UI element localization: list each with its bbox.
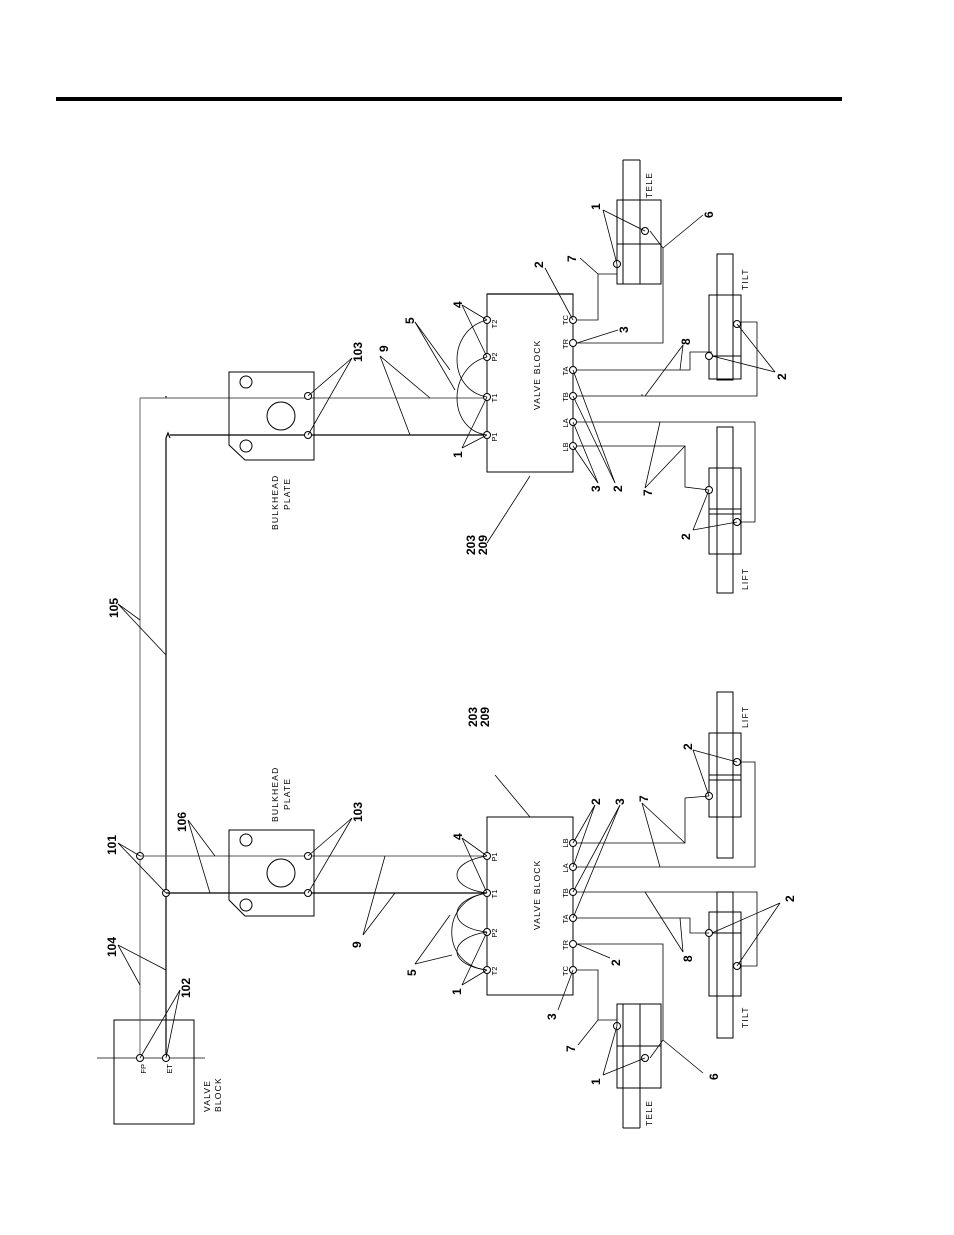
callout-9-top: 9 bbox=[377, 345, 391, 352]
tele-label-top: TELE bbox=[644, 172, 654, 198]
callout-2-lift-top: 2 bbox=[679, 533, 693, 540]
callout-103-bottom: 103 bbox=[351, 802, 365, 822]
callout-2-tilt-bottom: 2 bbox=[783, 895, 797, 902]
callout-9-bottom: 9 bbox=[350, 941, 364, 948]
port-tb-label: TB bbox=[561, 392, 570, 402]
port-lb-label: LB bbox=[561, 442, 570, 451]
tilt-cylinder-top: TILT bbox=[706, 254, 751, 380]
port-la-label-b: LA bbox=[561, 863, 570, 872]
callout-1-top: 1 bbox=[451, 451, 465, 458]
port-p2-label-b: P2 bbox=[490, 928, 499, 937]
callout-101: 101 bbox=[105, 835, 119, 855]
valve-block-bottom-label: VALVE BLOCK bbox=[532, 859, 542, 930]
valve-block-label-2: BLOCK bbox=[213, 1077, 223, 1112]
valve-block-top: T2 P2 T1 P1 TC TR TA TB LA LB VALVE BLOC… bbox=[457, 294, 577, 472]
callout-104: 104 bbox=[105, 937, 119, 957]
callout-2-top: 2 bbox=[611, 485, 625, 492]
bulkhead-label-top-2: PLATE bbox=[282, 478, 292, 510]
callout-6-bottom: 6 bbox=[707, 1073, 721, 1080]
port-ta-label-b: TA bbox=[561, 914, 570, 923]
port-p2-label: P2 bbox=[490, 352, 499, 361]
callout-7-top: 7 bbox=[565, 255, 579, 262]
lift-cylinder-bottom: LIFT bbox=[706, 692, 751, 858]
callout-2-bottom-block: 2 bbox=[589, 798, 603, 805]
callout-7-bottom-upper: 7 bbox=[637, 795, 651, 802]
port-p1-label-b: P1 bbox=[490, 852, 499, 861]
port-tr-label: TR bbox=[561, 338, 570, 349]
callout-2-tilt-top: 2 bbox=[775, 373, 789, 380]
port-fp-label: FP bbox=[139, 1064, 148, 1074]
port-ta-label: TA bbox=[561, 366, 570, 375]
port-tc-label: TC bbox=[561, 314, 570, 325]
callout-106: 106 bbox=[175, 812, 189, 832]
bulkhead-label-top-1: BULKHEAD bbox=[270, 475, 280, 530]
callout-209-top: 209 bbox=[476, 535, 490, 555]
lift-label-bottom: LIFT bbox=[740, 706, 750, 728]
callout-2-tr-bottom: 2 bbox=[609, 959, 623, 966]
tilt-label-bottom: TILT bbox=[740, 1006, 750, 1028]
main-valve-block: FP ET VALVE BLOCK bbox=[97, 1020, 223, 1124]
port-t2-label: T2 bbox=[490, 320, 499, 329]
bottom-actuator-hoses bbox=[577, 762, 757, 1058]
callout-6-top: 6 bbox=[702, 211, 716, 218]
tilt-label-top: TILT bbox=[740, 268, 750, 290]
port-lb-label-b: LB bbox=[561, 838, 570, 847]
bulkhead-plate-top: BULKHEAD PLATE bbox=[229, 372, 314, 530]
callout-3-bottom-block: 3 bbox=[613, 798, 627, 805]
callout-8-top: 8 bbox=[679, 338, 693, 345]
callout-1-tele-top: 1 bbox=[589, 203, 603, 210]
valve-block-top-label: VALVE BLOCK bbox=[532, 339, 542, 410]
callout-2-lift-bottom: 2 bbox=[681, 743, 695, 750]
port-tb-label-b: TB bbox=[561, 888, 570, 898]
callout-2-tc-top: 2 bbox=[532, 261, 546, 268]
valve-block-label-1: VALVE bbox=[202, 1080, 212, 1112]
tele-label-bottom: TELE bbox=[644, 1100, 654, 1126]
callout-3-tc-bottom: 3 bbox=[545, 1013, 559, 1020]
callout-3-tr-top: 3 bbox=[617, 326, 631, 333]
callout-3-top: 3 bbox=[589, 485, 603, 492]
callout-5-bottom: 5 bbox=[405, 969, 419, 976]
port-p1-label: P1 bbox=[490, 432, 499, 441]
callout-7-bottom-lower: 7 bbox=[564, 1045, 578, 1052]
callout-103-top: 103 bbox=[351, 342, 365, 362]
lift-label-top: LIFT bbox=[740, 568, 750, 590]
callout-1-bottom: 1 bbox=[450, 988, 464, 995]
tilt-cylinder-bottom: TILT bbox=[706, 892, 751, 1038]
callout-4-top: 4 bbox=[451, 301, 465, 308]
callout-4-bottom: 4 bbox=[451, 833, 465, 840]
port-tr-label-b: TR bbox=[561, 939, 570, 950]
callout-8-bottom: 8 bbox=[681, 955, 695, 962]
bulkhead-label-bottom-1: BULKHEAD bbox=[270, 767, 280, 822]
port-et-label: ET bbox=[165, 1064, 174, 1074]
port-t2-label-b: T2 bbox=[490, 967, 499, 976]
tele-cylinder-top: TELE bbox=[614, 160, 662, 284]
callout-5-top: 5 bbox=[403, 317, 417, 324]
callout-1-tele-bottom: 1 bbox=[589, 1078, 603, 1085]
callout-209-bottom: 209 bbox=[478, 707, 492, 727]
trunk-hoses bbox=[137, 396, 488, 1054]
port-la-label: LA bbox=[561, 418, 570, 427]
port-tc-label-b: TC bbox=[561, 965, 570, 976]
lift-cylinder-top: LIFT bbox=[706, 427, 751, 593]
port-t1-label: T1 bbox=[490, 394, 499, 403]
port-t1-label-b: T1 bbox=[490, 890, 499, 899]
callout-numbers: 105 101 106 104 102 103 103 9 9 5 5 4 4 … bbox=[105, 203, 797, 1085]
bulkhead-label-bottom-2: PLATE bbox=[282, 778, 292, 810]
header-rule bbox=[56, 97, 842, 101]
callout-7-top-right: 7 bbox=[641, 489, 655, 496]
callout-102: 102 bbox=[179, 978, 193, 998]
tele-cylinder-bottom: TELE bbox=[614, 1004, 662, 1128]
callout-105: 105 bbox=[107, 598, 121, 618]
